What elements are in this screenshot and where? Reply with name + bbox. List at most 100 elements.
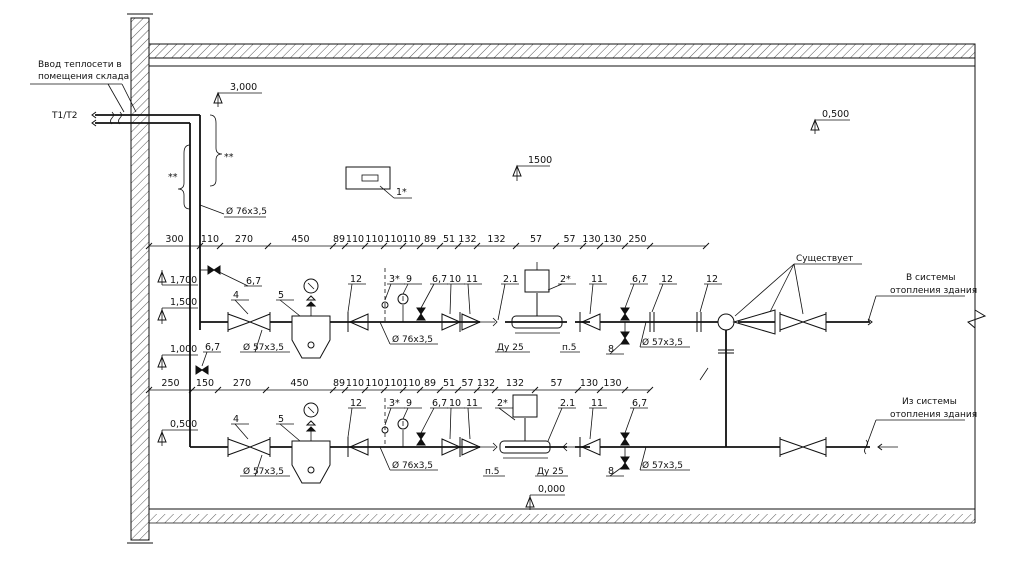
p5-a: п.5	[562, 343, 576, 353]
inlet-pipes	[30, 83, 201, 447]
dim-top-7: 110	[384, 234, 402, 245]
bot-4: 3*	[389, 398, 400, 409]
t1t2-label: T1/T2	[51, 111, 77, 121]
elev-0500-left: 0,500	[170, 419, 197, 430]
supply-line	[200, 262, 873, 447]
dim-top-0: 300	[165, 234, 183, 245]
dim-top-13: 57	[530, 234, 542, 245]
from-system-line1: Из системы	[902, 397, 957, 407]
double-star-brackets	[177, 114, 225, 215]
dim-top-11: 132	[458, 234, 476, 245]
dim-top-16: 130	[603, 234, 621, 245]
dim-top-9: 89	[424, 234, 436, 245]
p5-b: п.5	[485, 467, 499, 477]
leaders	[734, 263, 965, 448]
top-12: 6,7	[632, 274, 647, 285]
bot-0: 6,7	[205, 342, 220, 353]
dim-bottom-15: 130	[580, 378, 598, 389]
top-1: 4	[233, 290, 239, 301]
dim-bottom-4: 89	[333, 378, 345, 389]
bot-12: 6,7	[632, 398, 647, 409]
top-8: 11	[466, 274, 478, 285]
elevation-marks	[157, 91, 850, 510]
top-13: 12	[661, 274, 673, 285]
dim-bottom-1: 150	[196, 378, 214, 389]
elev-1000: 1,000	[170, 344, 197, 355]
dim-bottom-11: 57	[461, 378, 473, 389]
top-2: 5	[278, 290, 284, 301]
dim-top-14: 57	[563, 234, 575, 245]
top-11: 11	[591, 274, 603, 285]
item-1-box	[345, 166, 412, 199]
top-7: 10	[449, 274, 461, 285]
dim-bottom-16: 130	[603, 378, 621, 389]
bot-8: 11	[466, 398, 478, 409]
dim-bottom-2: 270	[233, 378, 251, 389]
left-wall	[127, 13, 153, 544]
dim-bottom-9: 89	[424, 378, 436, 389]
elev-1500-top: 1500	[528, 155, 552, 166]
dim-top-5: 110	[346, 234, 364, 245]
bot-7: 10	[449, 398, 461, 409]
size-57-c: Ø 57х3,5	[243, 466, 284, 477]
dim-top-3: 450	[291, 234, 309, 245]
size-76-b: Ø 76х3,5	[392, 460, 433, 471]
top-14: 12	[706, 274, 718, 285]
wall-valves	[195, 265, 221, 375]
dim-bottom-5: 110	[346, 378, 364, 389]
top-6: 6,7	[432, 274, 447, 285]
dim-top-2: 270	[235, 234, 253, 245]
dim-bottom-7: 110	[384, 378, 402, 389]
elev-1700: 1,700	[170, 275, 197, 286]
to-system-line2: отопления здания	[890, 286, 977, 296]
elev-0500-right: 0,500	[822, 109, 849, 120]
bot-10: 2.1	[560, 398, 575, 409]
to-system-line1: В системы	[906, 273, 955, 283]
from-system-line2: отопления здания	[890, 410, 977, 420]
dim-top-12: 132	[487, 234, 505, 245]
dim-top-15: 130	[582, 234, 600, 245]
existing-label: Существует	[796, 254, 853, 264]
elev-0000: 0,000	[538, 484, 565, 495]
dim-bottom-14: 57	[550, 378, 562, 389]
bot-1: 4	[233, 414, 239, 425]
bot-6: 6,7	[432, 398, 447, 409]
ceiling-slab	[148, 43, 976, 67]
bot-13: 8	[608, 466, 614, 477]
dim-top-6: 110	[365, 234, 383, 245]
du25-b: Ду 25	[537, 467, 564, 477]
size-76-a: Ø 76х3,5	[392, 334, 433, 345]
dim-bottom-12: 132	[477, 378, 495, 389]
inlet-title-line1: Ввод теплосети в	[38, 60, 122, 70]
dim-bottom-0: 250	[161, 378, 179, 389]
item-1-label: 1*	[396, 187, 407, 198]
pipe-size-76-top: Ø 76х3,5	[226, 206, 267, 217]
size-57-b: Ø 57х3,5	[642, 337, 683, 348]
size-57-a: Ø 57х3,5	[243, 342, 284, 353]
dim-top-10: 51	[443, 234, 455, 245]
size-57-d: Ø 57х3,5	[642, 460, 683, 471]
top-9: 2.1	[503, 274, 518, 285]
inlet-title-line2: помещения склада	[38, 72, 129, 82]
dim-top-8: 110	[402, 234, 420, 245]
double-star-right: **	[224, 152, 234, 163]
floor-slab	[149, 508, 975, 524]
right-break	[967, 44, 987, 523]
top-15: 8	[608, 344, 614, 355]
dim-top-1: 110	[201, 234, 219, 245]
dim-top-4: 89	[333, 234, 345, 245]
top-5: 9	[406, 274, 412, 285]
dim-bottom-10: 51	[443, 378, 455, 389]
top-3: 12	[350, 274, 362, 285]
dim-bottom-3: 450	[290, 378, 308, 389]
bot-3: 12	[350, 398, 362, 409]
bot-5: 9	[406, 398, 412, 409]
bot-9: 2*	[497, 398, 508, 409]
dim-top-17: 250	[628, 234, 646, 245]
dim-bottom-13: 132	[506, 378, 524, 389]
du25-a: Ду 25	[497, 343, 524, 353]
elev-1500: 1,500	[170, 297, 197, 308]
